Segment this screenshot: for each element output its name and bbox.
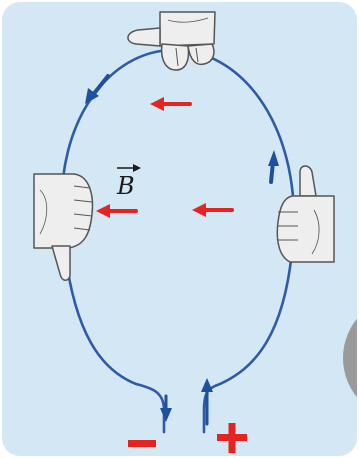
vector-b-label: B	[116, 172, 135, 200]
